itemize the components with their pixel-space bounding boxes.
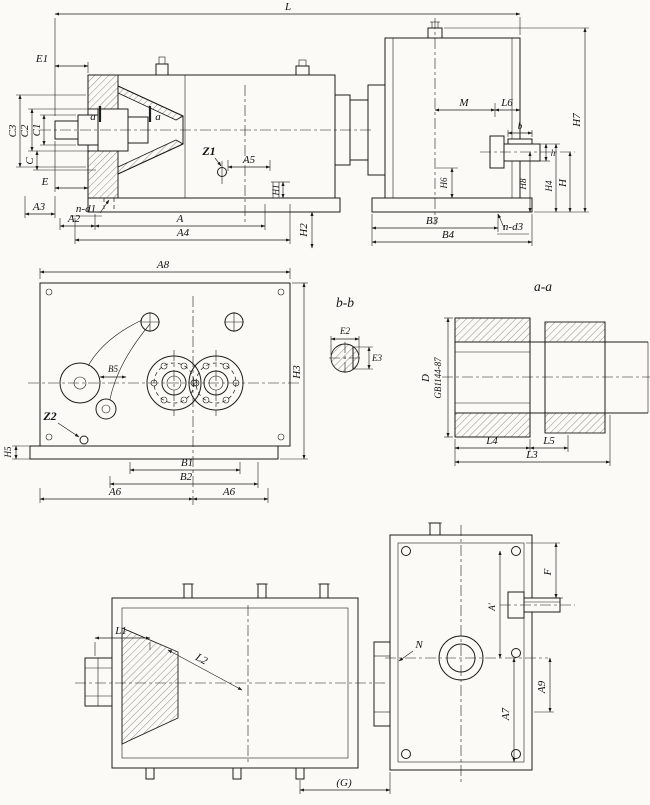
section-aa-title: a-a — [534, 279, 552, 294]
dim-label-b-key: b — [518, 121, 523, 131]
dim-label-a8: A8 — [156, 259, 170, 271]
dim-label-e1: E1 — [35, 53, 48, 65]
dim-label-a4: A4 — [176, 227, 190, 239]
dim-label-c2: C2 — [19, 124, 31, 137]
dim-label-h1: H1 — [271, 185, 281, 197]
dim-label-l2: L2 — [193, 651, 210, 668]
section-aa: a-a D GB1144-87 L4 L5 L3 — [420, 279, 650, 466]
dim-label-b5: B5 — [108, 364, 118, 374]
section-mark-a-left: a — [90, 111, 96, 123]
dim-label-e2: E2 — [339, 326, 350, 336]
section-bb: b-b E2 E3 — [329, 295, 382, 374]
dim-label-gb-standard: GB1144-87 — [433, 357, 443, 399]
dim-label-h7: H7 — [571, 113, 583, 128]
dim-label-e3: E3 — [371, 353, 382, 363]
dim-label-l: L — [284, 1, 291, 13]
rear-view: L1 L2 N F A9 A7 A′ (G) — [75, 522, 575, 794]
dim-label-b3: B3 — [426, 215, 439, 227]
dim-label-h2: H2 — [298, 223, 310, 238]
dim-label-b2: B2 — [180, 471, 193, 483]
section-bb-title: b-b — [336, 295, 354, 310]
dim-label-n: N — [414, 639, 423, 651]
dim-label-h5: H5 — [3, 446, 13, 458]
dim-label-l5: L5 — [542, 435, 555, 447]
side-view-dimensions: L H7 E1 C3 C2 C1 C E A3 A2 A A4 n-d1 a a… — [7, 1, 589, 249]
dim-label-l6: L6 — [500, 97, 513, 109]
dim-label-a9: A9 — [536, 680, 548, 694]
dim-label-l4: L4 — [485, 435, 498, 447]
dim-label-h-key: h — [551, 148, 556, 158]
dim-label-a2: A2 — [67, 213, 81, 225]
dim-label-b4: B4 — [442, 229, 455, 241]
dim-label-l1: L1 — [114, 625, 127, 637]
dim-label-h3: H3 — [291, 365, 303, 380]
dim-label-n-d1: n-d1 — [76, 203, 96, 215]
dim-label-d: D — [420, 374, 432, 383]
dim-label-a7: A7 — [500, 707, 512, 721]
dim-label-n-d3: n-d3 — [503, 221, 524, 233]
dim-label-h-main: H — [557, 178, 569, 188]
dim-label-c: C — [24, 157, 36, 165]
dim-label-c1: C1 — [31, 124, 43, 137]
dim-label-m: M — [458, 97, 469, 109]
section-mark-a-right: a — [155, 111, 161, 123]
dim-label-f: F — [542, 568, 554, 576]
dim-label-e: E — [41, 176, 49, 188]
dim-label-a5: A5 — [242, 154, 256, 166]
dim-label-z2: Z2 — [42, 409, 56, 423]
dim-label-a: A — [176, 213, 184, 225]
dim-label-g: (G) — [336, 777, 352, 789]
dim-label-a6-right: A6 — [222, 486, 236, 498]
dim-label-z1: Z1 — [201, 144, 215, 158]
side-view-structure — [40, 18, 575, 225]
dim-label-l3: L3 — [525, 449, 538, 461]
plan-view-dimensions: A8 B5 Z2 H5 B1 B2 A6 A6 H3 — [3, 259, 308, 503]
dim-label-h6: H6 — [439, 177, 449, 189]
dim-label-a-prime: A′ — [487, 602, 497, 611]
plan-view-structure — [28, 282, 302, 505]
rear-view-structure — [75, 522, 575, 782]
dim-label-a6-left: A6 — [108, 486, 122, 498]
dim-label-a3: A3 — [32, 201, 46, 213]
dim-label-b1: B1 — [181, 457, 193, 469]
dim-label-h8: H8 — [518, 178, 528, 190]
dim-label-h4: H4 — [544, 180, 554, 192]
dim-label-c3: C3 — [7, 124, 19, 137]
plan-view: A8 B5 Z2 H5 B1 B2 A6 A6 H3 — [3, 259, 308, 505]
side-view: L H7 E1 C3 C2 C1 C E A3 A2 A A4 n-d1 a a… — [7, 1, 589, 249]
rear-view-dimensions: L1 L2 N F A9 A7 A′ (G) — [94, 542, 563, 794]
